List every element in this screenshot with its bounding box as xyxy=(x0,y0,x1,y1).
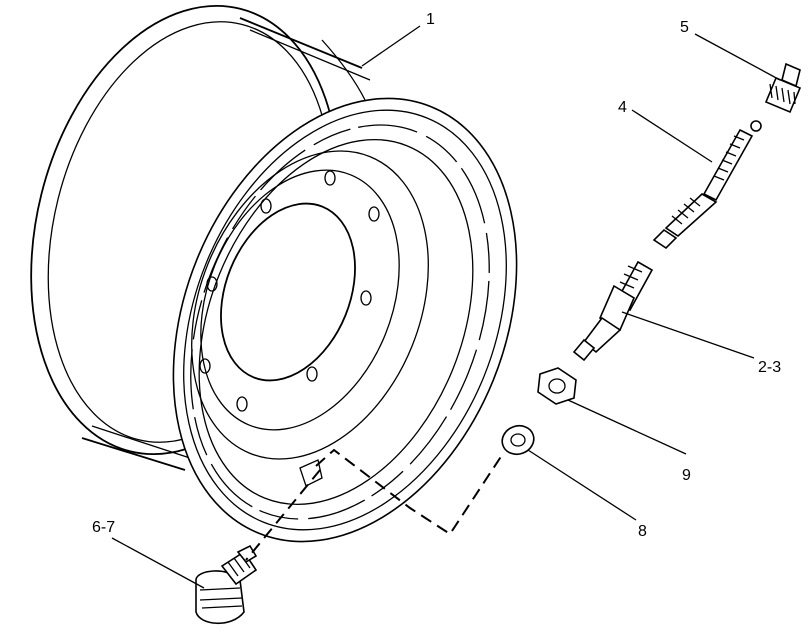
callout-9: 9 xyxy=(682,467,691,484)
valve-core xyxy=(652,120,762,250)
callout-2-3: 2-3 xyxy=(758,359,781,376)
callout-5: 5 xyxy=(680,19,689,36)
callout-1: 1 xyxy=(426,11,435,28)
valve-stem xyxy=(572,260,654,362)
nut xyxy=(537,367,577,405)
valve-assembly xyxy=(195,544,258,624)
wheel-rim xyxy=(30,4,518,543)
callout-6-7: 6-7 xyxy=(92,519,115,536)
washer xyxy=(501,424,535,456)
callout-4: 4 xyxy=(618,99,627,116)
leader-lines xyxy=(111,25,781,589)
callout-8: 8 xyxy=(638,523,647,540)
assembly-lines xyxy=(245,448,505,561)
valve-cap xyxy=(764,62,802,114)
bolt-holes xyxy=(199,170,380,412)
